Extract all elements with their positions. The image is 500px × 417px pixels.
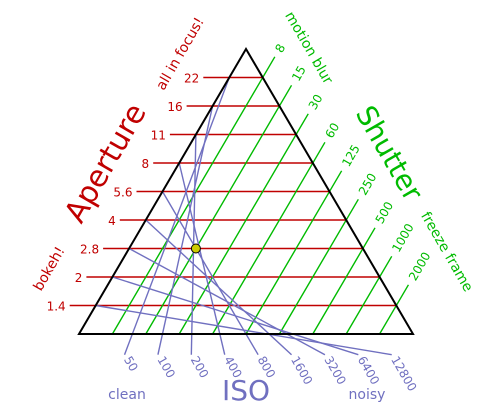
aperture-bottom-note: bokeh! [31, 244, 69, 294]
shutter-tick-label: 250 [356, 171, 380, 198]
aperture-tick-label: 2 [75, 271, 83, 285]
shutter-tick-label: 60 [322, 120, 342, 140]
iso-grid-line [128, 247, 326, 356]
aperture-tick-label: 8 [142, 157, 150, 171]
shutter-grid-line [211, 141, 326, 335]
shutter-tick-label: 2000 [406, 250, 433, 283]
iso-tick-label: 100 [154, 354, 178, 381]
aperture-tick-label: 22 [184, 72, 199, 86]
shutter-grid-line [178, 113, 309, 335]
iso-tick-label: 3200 [321, 354, 348, 387]
iso-title: ISO [222, 374, 270, 407]
shutter-bottom-note: freeze frame [417, 209, 476, 295]
iso-grid-line [95, 304, 392, 356]
shutter-grid-line [345, 255, 393, 335]
shutter-grid-line [245, 170, 343, 335]
shutter-grid-line [145, 84, 293, 335]
aperture-tick-label: 1.4 [47, 300, 66, 314]
shutter-tick-label: 125 [339, 142, 363, 169]
shutter-tick-label: 1000 [389, 221, 416, 254]
iso-tick-label: 12800 [388, 354, 419, 394]
aperture-tick-label: 11 [151, 129, 166, 143]
iso-tick-label: 1600 [288, 354, 315, 387]
aperture-title: Aperture [58, 98, 154, 229]
iso-grid-line [145, 219, 293, 356]
iso-right-note: noisy [349, 387, 386, 403]
iso-tick-label: 50 [121, 354, 141, 374]
aperture-tick-label: 5.6 [113, 186, 132, 200]
aperture-tick-label: 16 [167, 100, 182, 114]
aperture-tick-label: 2.8 [80, 243, 99, 257]
current-exposure-marker [190, 243, 201, 254]
shutter-grid-line [278, 198, 359, 335]
shutter-tick-label: 8 [272, 41, 288, 55]
triangle-outline [77, 47, 415, 335]
iso-grid-line [161, 191, 259, 356]
shutter-grid-line [378, 284, 410, 335]
shutter-tick-label: 30 [306, 92, 326, 112]
iso-tick-label: 200 [188, 354, 212, 381]
iso-grid-lines [95, 77, 392, 356]
iso-left-note: clean [108, 387, 146, 403]
shutter-tick-label: 15 [289, 63, 309, 83]
shutter-tick-label: 500 [373, 199, 397, 226]
aperture-tick-label: 4 [108, 214, 116, 228]
shutter-grid-lines [111, 56, 410, 335]
shutter-grid-line [312, 227, 376, 335]
iso-tick-label: 6400 [355, 354, 382, 387]
aperture-top-note: all in focus! [153, 15, 207, 93]
